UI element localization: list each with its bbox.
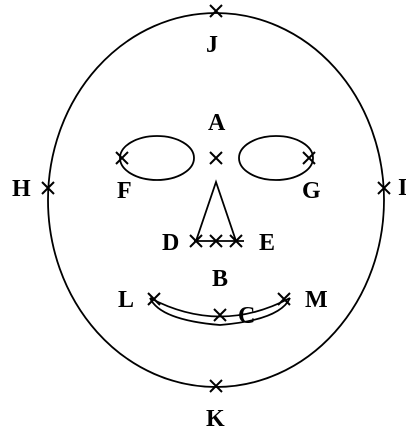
landmark-l-label: L xyxy=(118,287,134,313)
landmark-markers xyxy=(41,4,391,393)
face-outline xyxy=(47,12,385,388)
landmark-h-mark xyxy=(41,181,55,195)
left-eye-outline xyxy=(119,135,195,181)
landmark-f-mark xyxy=(115,151,129,165)
landmark-c-mark xyxy=(213,308,227,322)
landmark-h-label: H xyxy=(12,176,31,202)
landmark-e-mark xyxy=(229,234,243,248)
landmark-m-mark xyxy=(277,292,291,306)
right-eye-outline xyxy=(238,135,314,181)
landmark-k-label: K xyxy=(206,406,225,432)
landmark-e-label: E xyxy=(259,230,275,256)
landmark-a-mark xyxy=(209,151,223,165)
landmark-g-mark xyxy=(302,151,316,165)
landmark-b-label: B xyxy=(212,266,228,292)
landmark-m-label: M xyxy=(305,287,328,313)
landmark-l-mark xyxy=(147,292,161,306)
landmark-c-label: C xyxy=(238,303,255,329)
landmark-labels: J A F G H I D B E L C M K xyxy=(12,32,406,432)
landmark-j-label: J xyxy=(206,32,218,58)
mouth-lower-lip xyxy=(149,297,291,326)
landmark-g-label: G xyxy=(302,178,321,204)
landmark-j-mark xyxy=(209,4,223,18)
landmark-i-label: I xyxy=(398,175,406,201)
landmark-a-label: A xyxy=(208,110,226,136)
landmark-k-mark xyxy=(209,379,223,393)
nose-outline xyxy=(195,179,237,242)
landmark-f-label: F xyxy=(117,178,132,204)
landmark-d-mark xyxy=(189,234,203,248)
landmark-b-mark xyxy=(209,234,223,248)
landmark-i-mark xyxy=(377,181,391,195)
landmark-d-label: D xyxy=(162,230,179,256)
